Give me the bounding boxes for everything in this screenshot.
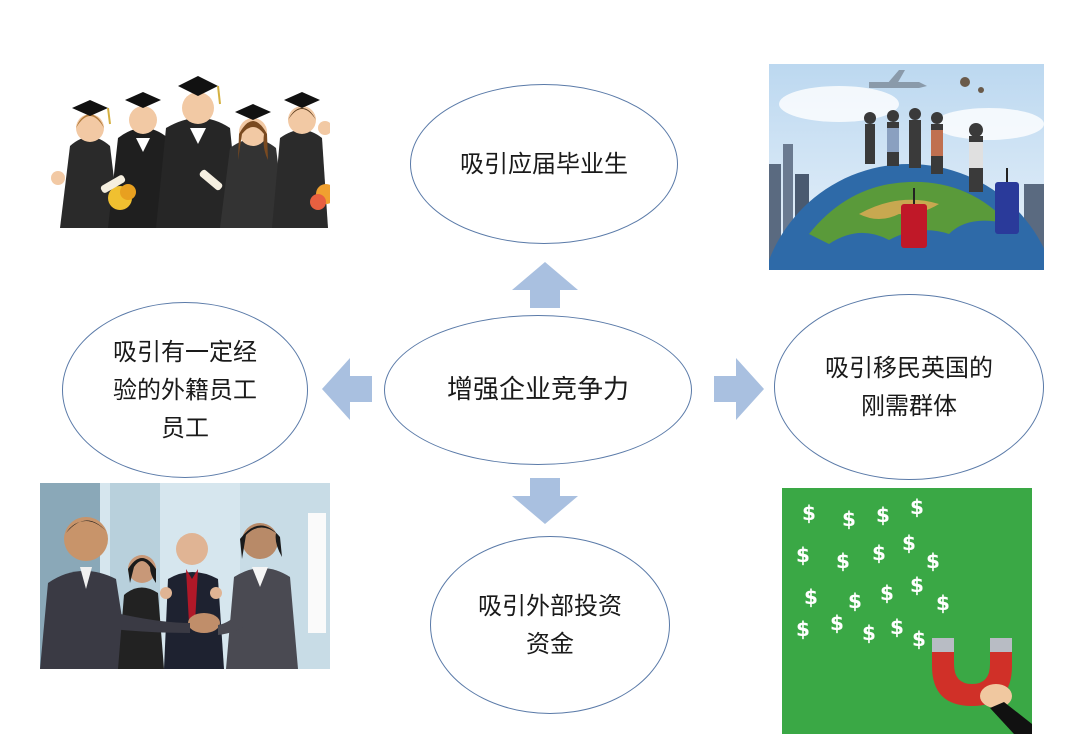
center-label: 增强企业竞争力 [446, 375, 629, 405]
arrow-left [322, 358, 372, 420]
svg-text:$: $ [880, 581, 894, 605]
node-top-label: 吸引应届毕业生 [460, 150, 628, 178]
node-bottom-label: 吸引外部投资 资金 [478, 592, 622, 658]
node-left: 吸引有一定经 验的外籍员工 员工 [62, 302, 308, 478]
svg-text:$: $ [804, 585, 818, 609]
svg-text:$: $ [796, 617, 810, 641]
svg-text:$: $ [926, 549, 940, 573]
svg-text:$: $ [876, 503, 890, 527]
svg-text:$: $ [842, 507, 856, 531]
svg-text:$: $ [890, 615, 904, 639]
arrow-down [512, 478, 578, 524]
svg-text:$: $ [936, 591, 950, 615]
arrow-right [714, 358, 764, 420]
svg-text:$: $ [830, 611, 844, 635]
travelers-on-globe-photo [769, 64, 1044, 270]
svg-text:$: $ [910, 573, 924, 597]
node-left-label: 吸引有一定经 验的外籍员工 员工 [113, 338, 257, 442]
svg-text:$: $ [802, 501, 816, 525]
node-right-label: 吸引移民英国的 刚需群体 [825, 354, 993, 420]
svg-text:$: $ [872, 541, 886, 565]
business-handshake-photo [40, 483, 330, 669]
arrow-up [512, 262, 578, 308]
node-top: 吸引应届毕业生 [410, 84, 678, 244]
magnet-attracting-money-illustration: $$$$ $$$$$ $$$$$ $$$$$ [782, 488, 1032, 734]
svg-text:$: $ [796, 543, 810, 567]
node-bottom: 吸引外部投资 资金 [430, 536, 670, 714]
svg-text:$: $ [848, 589, 862, 613]
svg-text:$: $ [902, 531, 916, 555]
node-right: 吸引移民英国的 刚需群体 [774, 294, 1044, 480]
graduates-illustration [51, 76, 330, 228]
node-center: 增强企业竞争力 [384, 315, 692, 465]
svg-text:$: $ [862, 621, 876, 645]
svg-text:$: $ [836, 549, 850, 573]
svg-text:$: $ [910, 495, 924, 519]
svg-text:$: $ [912, 627, 926, 651]
